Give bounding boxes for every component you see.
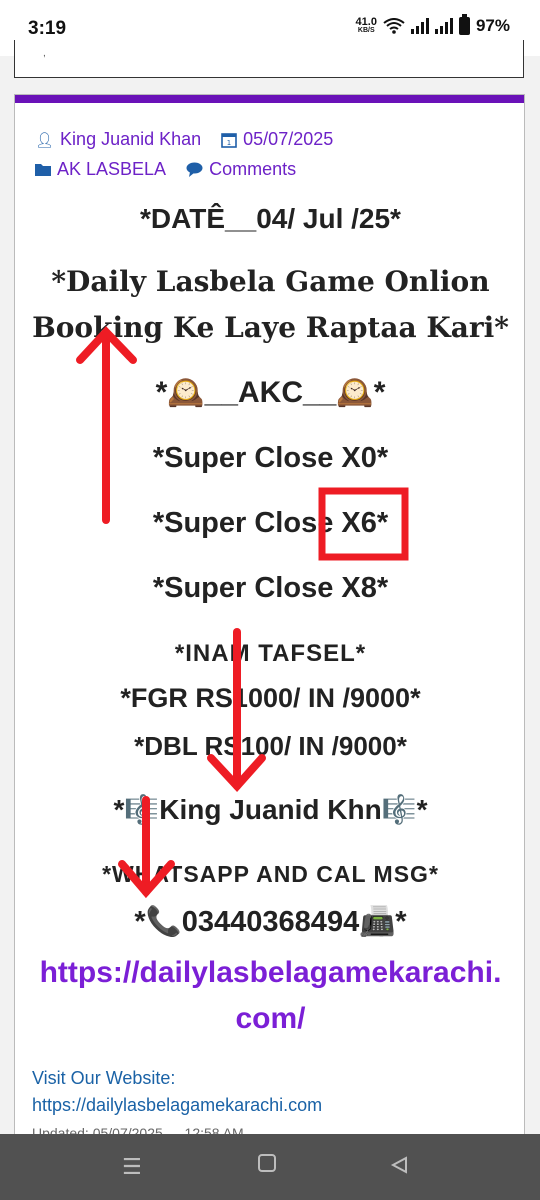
battery-icon xyxy=(458,14,470,35)
visit-website-block: Visit Our Website: https://dailylasbelag… xyxy=(32,1065,322,1119)
post-line-super-close-x6: *Super Close X6* xyxy=(152,507,389,539)
post-line-daily-1: *Daily Lasbela Game Onlion xyxy=(51,265,490,298)
post-header-bar xyxy=(15,95,524,103)
navigation-bar: ☰ xyxy=(0,1134,540,1200)
post-meta-row-2: AK LASBELA Comments xyxy=(35,159,296,180)
website-link-text[interactable]: https://dailylasbelagamekarachi.com/ xyxy=(39,956,502,1035)
net-speed-value: 41.0 xyxy=(355,16,377,28)
post-meta-row-1: 👤︎ King Juanid Khan 1 05/07/2025 xyxy=(35,129,333,150)
comments-label[interactable]: Comments xyxy=(209,159,297,179)
home-icon[interactable] xyxy=(258,1152,276,1178)
user-icon: 👤︎ xyxy=(35,131,55,149)
calendar-icon: 1 xyxy=(221,132,237,148)
back-icon[interactable] xyxy=(390,1154,408,1180)
status-time: 3:19 xyxy=(28,18,67,39)
post-line-akc: *🕰️__AKC__🕰️* xyxy=(155,376,386,409)
post-line-daily-2: Booking Ke Laye Raptaa Kari* xyxy=(32,311,509,344)
status-icons: 41.0 KB/S 97% xyxy=(356,14,510,36)
previous-post-card: , xyxy=(14,40,524,78)
category-link[interactable]: AK LASBELA xyxy=(35,159,166,180)
author-name[interactable]: King Juanid Khan xyxy=(60,129,202,149)
post-line-whatsapp: *WHATSAPP AND CAL MSG* xyxy=(102,861,439,887)
post-line-date: *DATÊ__04/ Jul /25* xyxy=(140,203,401,234)
date-link[interactable]: 1 05/07/2025 xyxy=(221,129,333,150)
wifi-icon xyxy=(383,18,405,34)
quote-mark-icon: , xyxy=(43,48,46,59)
visit-url-link[interactable]: https://dailylasbelagamekarachi.com xyxy=(32,1095,323,1115)
post-line-super-close-x0: *Super Close X0* xyxy=(152,442,389,474)
author-link[interactable]: 👤︎ King Juanid Khan xyxy=(35,129,201,150)
comments-link[interactable]: Comments xyxy=(186,159,296,180)
website-link[interactable]: https://dailylasbelagamekarachi.com/ xyxy=(15,950,524,1042)
svg-text:1: 1 xyxy=(227,139,231,147)
folder-icon xyxy=(35,164,51,176)
post-line-fgr: *FGR RS1000/ IN /9000* xyxy=(120,683,421,713)
post-line-phone: *📞03440368494📠* xyxy=(134,906,407,938)
signal-icon-1 xyxy=(410,18,429,34)
net-speed-unit: KB/S xyxy=(357,27,375,34)
signal-icon-2 xyxy=(434,18,453,34)
menu-icon[interactable]: ☰ xyxy=(122,1154,142,1179)
post-line-super-close-x8: *Super Close X8* xyxy=(152,572,389,604)
category-name[interactable]: AK LASBELA xyxy=(57,159,167,179)
post-card: 👤︎ King Juanid Khan 1 05/07/2025 AK LASB… xyxy=(14,94,525,1139)
post-line-inam-tafsel: *INAM TAFSEL* xyxy=(174,640,367,667)
net-speed: 41.0 KB/S xyxy=(356,17,377,35)
battery-percent: 97% xyxy=(475,16,510,35)
visit-label: Visit Our Website: xyxy=(32,1068,176,1088)
post-line-king: *🎼King Juanid Khn🎼* xyxy=(113,794,428,825)
post-line-dbl: *DBL RS100/ IN /9000* xyxy=(134,731,407,761)
post-date[interactable]: 05/07/2025 xyxy=(243,129,334,149)
comment-icon xyxy=(186,162,203,177)
